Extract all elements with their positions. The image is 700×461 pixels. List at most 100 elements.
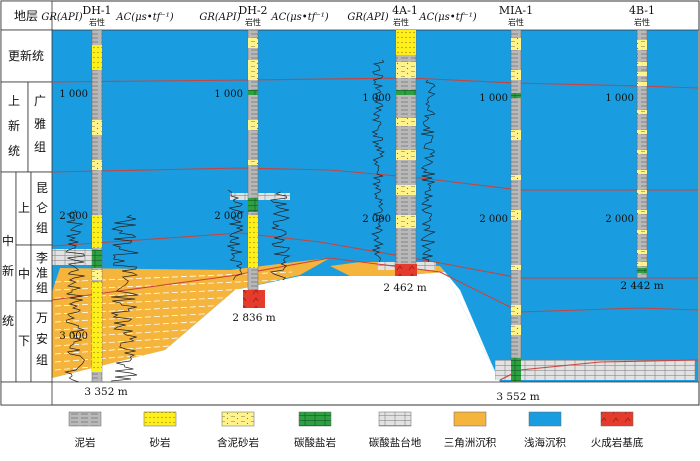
guangya-label-3: 组 xyxy=(34,140,46,154)
well-header-dh1: GR(API) DH-1 岩性 AC(μs•tf⁻¹) xyxy=(41,4,173,27)
well-header-4a1: GR(API) 4A-1 岩性 AC(μs•tf⁻¹) xyxy=(347,4,476,27)
gr-label-4a1: GR(API) xyxy=(347,12,388,23)
well-columns xyxy=(91,29,648,383)
delta-deposit-swatch xyxy=(453,411,487,427)
lithology-bed xyxy=(396,215,416,228)
lithology-bed xyxy=(248,60,258,80)
lizhun-label-2: 准 xyxy=(36,266,48,280)
lithology-label-mia1: 岩性 xyxy=(508,17,524,27)
depth-labels: 1 000 2 000 3 000 1 000 2 000 1 000 2 00… xyxy=(59,89,634,342)
carbonate-rock-swatch xyxy=(298,411,332,427)
guangya-label-2: 雅 xyxy=(34,116,46,131)
well-column xyxy=(91,29,103,383)
lithology-bed xyxy=(92,160,102,170)
lithology-bed xyxy=(92,282,102,372)
legend-label: 砂岩 xyxy=(150,436,171,449)
muddy-sandstone-swatch xyxy=(221,411,255,427)
wanan-label-3: 组 xyxy=(36,353,48,367)
depth-2000-dh2: 2 000 xyxy=(214,211,243,222)
lithology-bed xyxy=(248,90,258,95)
log-curve xyxy=(371,59,385,263)
upper-miocene-label-3: 统 xyxy=(8,144,20,158)
depth-2000-dh1: 2 000 xyxy=(59,211,88,222)
ac-label-4a1: AC(μs•tf⁻¹) xyxy=(418,12,476,23)
lithology-bed xyxy=(248,120,258,130)
wanan-label-1: 万 xyxy=(36,311,48,325)
lithology-bed xyxy=(92,250,102,268)
well-header-mia1: MIA-1 岩性 xyxy=(499,4,533,27)
well-header-dh2: GR(API) DH-2 岩性 AC(μs•tf⁻¹) xyxy=(199,4,328,27)
lithology-label-dh1: 岩性 xyxy=(89,17,105,27)
lithology-bed xyxy=(511,305,521,315)
depth-1000-mia1: 1 000 xyxy=(479,93,508,104)
lithology-bed xyxy=(637,82,647,86)
carbonate-platform-mia1 xyxy=(495,360,695,380)
td-4a1: 2 462 m xyxy=(383,282,426,294)
lithology-bed xyxy=(637,72,647,76)
legend-label: 浅海沉积 xyxy=(524,436,566,449)
depth-2000-4b1: 2 000 xyxy=(605,214,634,225)
pleistocene-label: 更新统 xyxy=(8,48,44,63)
log-curve xyxy=(420,79,436,263)
legend-label: 泥岩 xyxy=(75,436,96,449)
td-dh1: 3 352 m xyxy=(84,386,127,398)
legend-label: 含泥砂岩 xyxy=(217,436,259,449)
strat-header: 地层 xyxy=(14,9,38,23)
lizhun-label-1: 李 xyxy=(36,250,48,265)
lithology-bed xyxy=(511,130,521,140)
kunlun-label-2: 仑 xyxy=(36,201,48,215)
middle-miocene-label-1: 中 xyxy=(2,233,14,248)
lithology-bed xyxy=(511,38,521,50)
igneous-basement-4a1 xyxy=(395,264,417,276)
lithology-bed xyxy=(637,210,647,214)
lithology-bed xyxy=(511,70,521,80)
lithology-bed xyxy=(92,215,102,248)
gr-label-dh2: GR(API) xyxy=(199,12,240,23)
depth-1000-4a1: 1 000 xyxy=(362,93,391,104)
lithology-label-dh2: 岩性 xyxy=(245,17,261,27)
well-name-4b1: 4B-1 xyxy=(629,4,655,17)
well-name-dh1: DH-1 xyxy=(82,4,111,17)
td-mia1: 3 552 m xyxy=(496,391,539,403)
lithology-bed xyxy=(396,118,416,126)
basement-white-left xyxy=(52,272,500,382)
lithology-bed xyxy=(396,62,416,78)
lithology-label-4b1: 岩性 xyxy=(634,17,650,27)
depth-1000-4b1: 1 000 xyxy=(605,93,634,104)
ac-label-dh1: AC(μs•tf⁻¹) xyxy=(115,12,173,23)
lithology-bed xyxy=(637,150,647,154)
lithology-bed xyxy=(511,265,521,270)
well-name-4a1: 4A-1 xyxy=(392,4,418,17)
lithology-bed xyxy=(637,262,647,266)
ac-label-dh2: AC(μs•tf⁻¹) xyxy=(270,12,328,23)
lithology-bed xyxy=(92,45,102,70)
lithology-bed xyxy=(637,190,647,194)
lithology-bed xyxy=(92,120,102,135)
log-curve xyxy=(269,191,291,281)
igneous-basement-swatch xyxy=(600,411,634,427)
middle-miocene-label-2: 新 xyxy=(2,263,14,278)
upper-miocene-label-2: 新 xyxy=(8,118,20,133)
td-4b1: 2 442 m xyxy=(620,280,663,292)
delta-wedge-left xyxy=(52,258,330,378)
total-depth-labels: 3 352 m 2 836 m 2 462 m 3 552 m 2 442 m xyxy=(84,280,663,403)
legend-label: 碳酸盐台地 xyxy=(369,436,422,449)
lithology-bed xyxy=(396,185,416,195)
wanan-label-2: 安 xyxy=(36,331,48,346)
delta-stripe xyxy=(54,287,272,299)
lithology-bed xyxy=(637,170,647,174)
well-name-mia1: MIA-1 xyxy=(499,4,533,17)
legend-label: 火成岩基底 xyxy=(591,436,644,449)
lithology-bed xyxy=(396,30,416,55)
lithology-bed xyxy=(637,130,647,134)
depth-3000-dh1: 3 000 xyxy=(59,331,88,342)
middle-miocene-label-3: 统 xyxy=(2,314,14,328)
log-curve xyxy=(227,189,245,281)
carbonate-platform-swatch xyxy=(378,411,412,427)
lithology-bed xyxy=(248,215,258,268)
legend: 泥岩砂岩含泥砂岩碳酸盐岩碳酸盐台地三角洲沉积浅海沉积火成岩基底 xyxy=(68,411,644,449)
well-name-dh2: DH-2 xyxy=(238,4,267,17)
well-header-4b1: 4B-1 岩性 xyxy=(629,4,655,27)
